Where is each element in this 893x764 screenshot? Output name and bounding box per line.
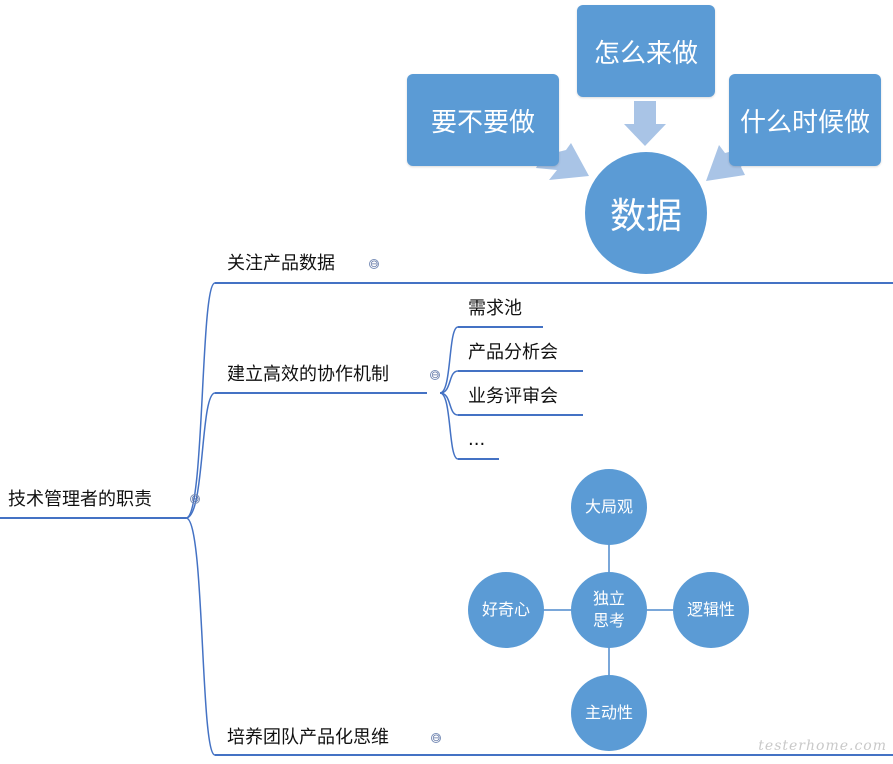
arrow-right-down-icon [536,143,589,180]
leaf-business-review-meeting[interactable]: 业务评审会 [468,386,558,407]
leaf-ellipsis[interactable]: ... [468,429,486,450]
box-how-to-do: 怎么来做 [577,5,715,97]
circle-curiosity: 好奇心 [468,572,544,648]
root-collapse-icon[interactable]: ⊖ [190,494,200,505]
box-when-to-do: 什么时候做 [729,74,881,166]
branch-product-data[interactable]: 关注产品数据 [227,253,335,274]
independent-thinking-line1: 独立 [592,589,625,608]
branch-2-collapse-icon[interactable]: ⊖ [430,370,440,381]
root-curve-branch-2 [185,392,216,519]
root-curve-branch-1 [185,282,216,519]
watermark: testerhome.com [758,738,887,754]
circle-logic: 逻辑性 [673,572,749,648]
independent-thinking-line2: 思考 [592,611,625,630]
branch-collaboration[interactable]: 建立高效的协作机制 [227,364,389,385]
circle-independent-thinking: 独立 思考 [571,572,647,648]
branch-3-collapse-icon[interactable]: ⊖ [431,733,441,744]
child-curve-1 [439,326,459,394]
circle-initiative: 主动性 [571,675,647,751]
root-node-label[interactable]: 技术管理者的职责 [8,489,152,510]
child-curve-2 [439,370,459,394]
root-curve-branch-3 [185,517,216,756]
branch-1-collapse-icon[interactable]: ⊖ [369,259,379,270]
leaf-requirement-pool[interactable]: 需求池 [468,298,522,319]
box-whether-to-do: 要不要做 [407,74,559,166]
circle-big-picture: 大局观 [571,469,647,545]
branch-product-thinking[interactable]: 培养团队产品化思维 [227,727,389,748]
circle-data: 数据 [585,152,707,274]
leaf-product-analysis-meeting[interactable]: 产品分析会 [468,342,558,363]
child-curve-4 [439,392,459,460]
arrow-down-icon [624,101,666,146]
child-curve-3 [439,392,459,416]
